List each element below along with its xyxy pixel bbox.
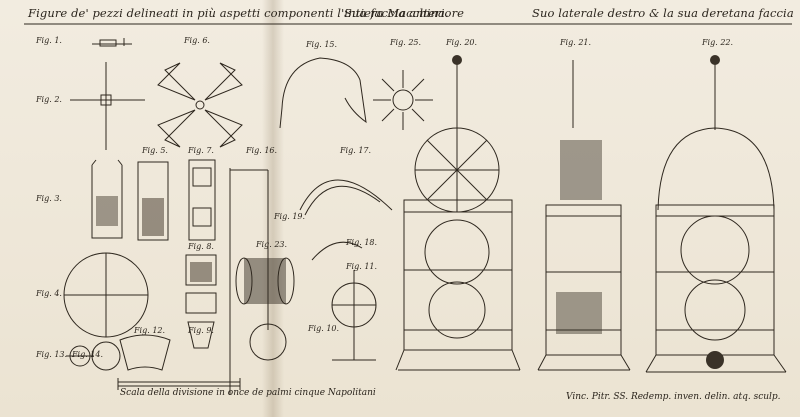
fig22-caption: Fig. 22. (702, 38, 734, 47)
fig13-caption: Fig. 13. (36, 350, 68, 359)
scale-caption: Scala della divisione in once de palmi c… (120, 388, 376, 398)
fig16-caption: Fig. 16. (246, 146, 278, 155)
fig8-drawing (185, 254, 217, 349)
fig6-drawing (157, 62, 243, 148)
fig15-caption: Fig. 15. (306, 40, 338, 49)
fig23-drawing (229, 168, 295, 395)
scale-bar (117, 378, 241, 390)
fig4-drawing (63, 252, 149, 338)
header-title-middle: Sua faccia anteriore (344, 6, 465, 20)
fig21-drawing (537, 60, 631, 371)
fig1-caption: Fig. 1. (36, 36, 62, 45)
fig22-drawing (645, 55, 787, 373)
fig25-caption: Fig. 25. (390, 38, 422, 47)
fig11-drawing (331, 270, 377, 361)
fig3-caption: Fig. 3. (36, 194, 62, 203)
fig3-drawing (91, 159, 216, 241)
fig13-drawing (66, 341, 121, 371)
fig17-caption: Fig. 17. (340, 146, 372, 155)
fig10-caption: Fig. 10. (308, 324, 340, 333)
fig12-drawing (119, 334, 171, 371)
fig2-caption: Fig. 2. (36, 95, 62, 104)
fig14-caption: Fig. 14. (72, 350, 104, 359)
fig19-caption: Fig. 19. (274, 212, 306, 221)
fig6-caption: Fig. 6. (184, 36, 210, 45)
fig1-drawing (92, 38, 132, 47)
fig25-drawing (373, 70, 433, 130)
fig12-caption: Fig. 12. (134, 326, 166, 335)
fig7-caption: Fig. 7. (188, 146, 214, 155)
header-title-right: Suo laterale destro & la sua deretana fa… (532, 6, 794, 20)
fig21-caption: Fig. 21. (560, 38, 592, 47)
fig2-drawing (70, 62, 145, 150)
fig23-caption: Fig. 23. (256, 240, 288, 249)
engraver-signature: Vinc. Pitr. SS. Redemp. inven. delin. at… (566, 392, 781, 402)
fig15-drawing (279, 57, 367, 129)
fig5-caption: Fig. 5. (142, 146, 168, 155)
fig17-drawing (299, 179, 393, 261)
fig8-caption: Fig. 8. (188, 242, 214, 251)
fig4-caption: Fig. 4. (36, 289, 62, 298)
fig11-caption: Fig. 11. (346, 262, 378, 271)
fig20-drawing (395, 55, 521, 371)
header-title-left: Figure de' pezzi delineati in più aspett… (28, 6, 449, 20)
fig9-caption: Fig. 9. (188, 326, 214, 335)
fig20-caption: Fig. 20. (446, 38, 478, 47)
fig18-caption: Fig. 18. (346, 238, 378, 247)
